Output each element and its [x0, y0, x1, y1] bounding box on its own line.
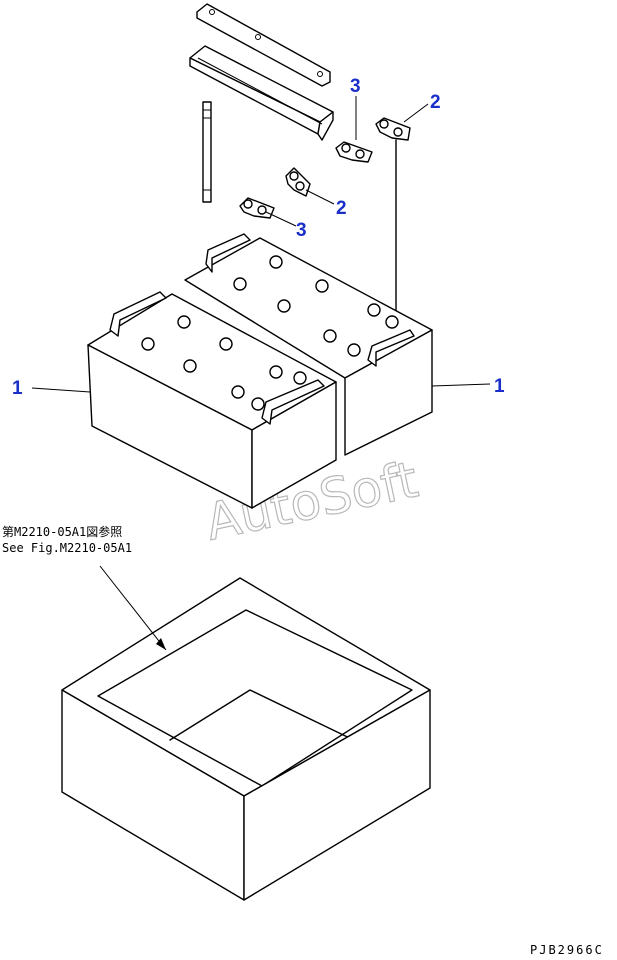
- battery-box: [61, 577, 431, 901]
- terminal-clamp-3-upper: [335, 141, 373, 163]
- threaded-rod: [202, 101, 212, 203]
- terminal-clamp-2-lower: [285, 167, 311, 197]
- callout-3-lower: 3: [296, 220, 307, 241]
- battery-front: [87, 291, 337, 509]
- leader-lines: [31, 96, 491, 651]
- callout-2-upper: 2: [430, 92, 441, 113]
- drawing-code: PJB2966C: [530, 943, 604, 957]
- callout-2-lower: 2: [336, 198, 347, 219]
- terminal-clamp-2-upper: [375, 117, 411, 141]
- terminal-clamp-3-lower: [239, 197, 275, 219]
- callout-1-left: 1: [12, 378, 23, 399]
- callout-3-upper: 3: [350, 76, 361, 97]
- battery-rear: [184, 233, 433, 456]
- hold-down-bar: [196, 3, 331, 87]
- angle-bracket: [189, 45, 334, 141]
- callout-1-right: 1: [494, 376, 505, 397]
- reference-note-jp: 第M2210-05A1図参照: [2, 524, 122, 539]
- reference-note-en: See Fig.M2210-05A1: [2, 541, 132, 555]
